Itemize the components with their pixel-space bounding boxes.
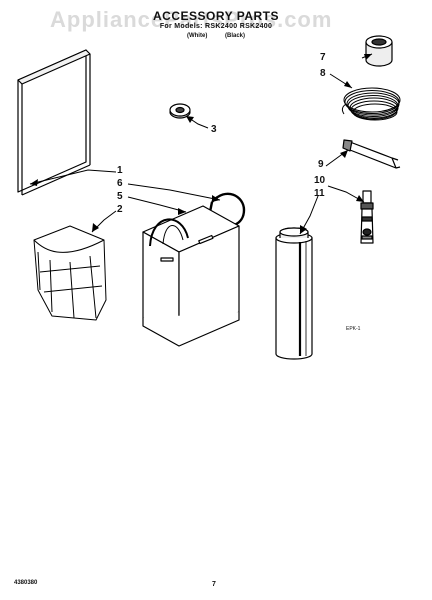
bushing-part-3 [169, 103, 191, 119]
diagram-title: ACCESSORY PARTS [153, 9, 279, 23]
callout-2: 2 [117, 204, 123, 215]
page-number: 7 [212, 581, 216, 588]
watermark: AppliancePartsPros.com [50, 7, 333, 32]
callout-8: 8 [320, 68, 326, 79]
callout-11: 11 [314, 188, 325, 199]
panel-part-1 [17, 49, 91, 196]
callout-10: 10 [314, 175, 326, 186]
leader-5 [127, 196, 187, 213]
figure-code: EPK-1 [346, 326, 361, 332]
callout-9: 9 [318, 159, 324, 170]
spray-can-part-11 [275, 227, 313, 360]
callout-7: 7 [320, 52, 326, 63]
tube-part-9 [342, 139, 401, 169]
callout-1: 1 [117, 165, 123, 176]
tape-part-7 [365, 35, 393, 67]
color-black: (Black) [224, 33, 245, 39]
callout-3: 3 [211, 124, 217, 135]
bag-part-2 [33, 225, 107, 321]
holder-frame-part-5 [142, 205, 240, 347]
valve-part-10 [360, 190, 374, 244]
callout-5: 5 [117, 191, 123, 202]
leader-6 [127, 183, 221, 201]
model-line: For Models: RSK2400 RSK2400 [159, 23, 273, 30]
part-number: 4380380 [14, 580, 38, 586]
leader-1 [29, 169, 117, 185]
callout-6: 6 [117, 178, 123, 189]
color-white: (White) [186, 33, 208, 39]
leader-arrowheads [30, 54, 372, 234]
color-labels: (White) (Black) [0, 33, 432, 39]
wire-coil-part-8 [341, 87, 401, 121]
